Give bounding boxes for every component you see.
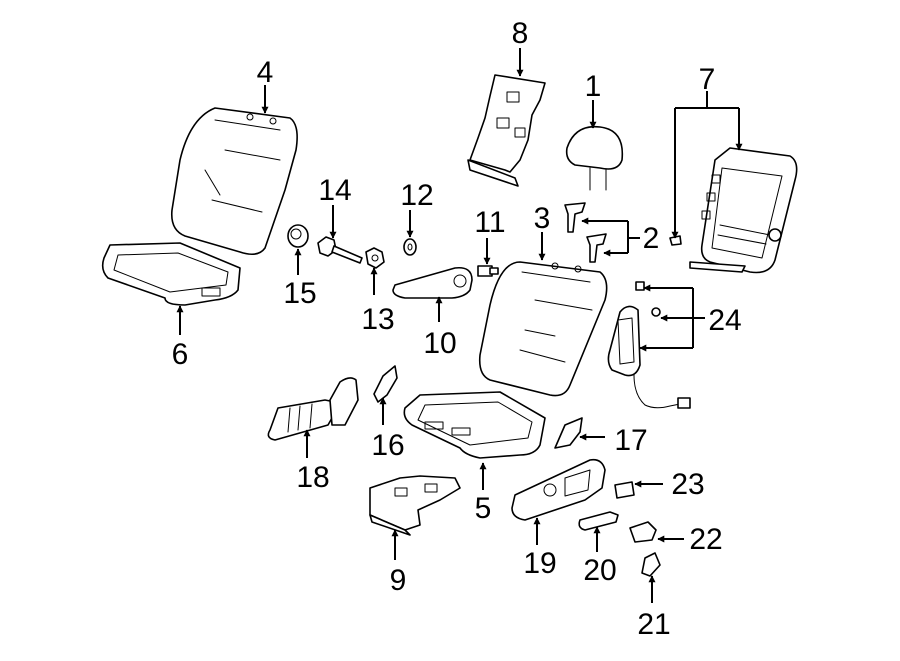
callout-15: 15 xyxy=(283,277,316,310)
callout-4: 4 xyxy=(257,56,274,89)
callout-7: 7 xyxy=(699,63,716,96)
part-23-switch xyxy=(614,481,635,499)
part-9-cushion-pan xyxy=(369,475,461,536)
callout-9: 9 xyxy=(390,564,407,597)
callout-21: 21 xyxy=(637,608,670,641)
callout-20: 20 xyxy=(583,554,616,587)
callout-labels: 4 6 15 14 13 12 10 11 8 1 3 2 7 24 16 17… xyxy=(172,17,742,641)
callout-10: 10 xyxy=(423,327,456,360)
callout-3: 3 xyxy=(534,202,551,235)
callout-5: 5 xyxy=(475,492,492,525)
part-22-switch-knob xyxy=(629,521,657,543)
part-14-bolt xyxy=(317,236,363,264)
callout-2: 2 xyxy=(643,222,660,255)
leader-lines xyxy=(176,48,743,603)
part-21-cover xyxy=(641,552,661,577)
part-12-washer xyxy=(403,238,417,256)
part-15-cap xyxy=(287,224,309,248)
part-19-side-shield xyxy=(511,458,606,521)
callout-16: 16 xyxy=(371,429,404,462)
callout-22: 22 xyxy=(689,523,722,556)
callout-18: 18 xyxy=(296,461,329,494)
callout-23: 23 xyxy=(671,468,704,501)
callout-19: 19 xyxy=(523,547,556,580)
part-20-knob xyxy=(578,511,619,531)
callout-24: 24 xyxy=(708,304,741,337)
part-10-recliner-cover xyxy=(392,266,473,299)
callout-1: 1 xyxy=(585,70,602,103)
part-6-seat-cushion xyxy=(101,242,241,306)
part-11-clip xyxy=(477,265,499,277)
callout-14: 14 xyxy=(318,174,351,207)
callout-11: 11 xyxy=(474,206,505,239)
part-1-headrest xyxy=(565,125,624,191)
part-5-seat-cushion xyxy=(403,391,546,459)
part-16-bracket xyxy=(373,365,398,403)
callout-17: 17 xyxy=(614,424,647,457)
part-4-seat-back xyxy=(170,107,298,256)
callout-6: 6 xyxy=(172,338,189,371)
part-17-bracket xyxy=(554,417,583,449)
callout-12: 12 xyxy=(400,179,433,212)
part-2-headrest-guide xyxy=(564,202,607,263)
callout-8: 8 xyxy=(512,17,529,50)
callout-13: 13 xyxy=(361,303,394,336)
part-3-seat-back xyxy=(478,261,608,397)
part-13-nut xyxy=(365,247,385,269)
part-8-back-panel xyxy=(467,74,546,187)
part-18-side-trim xyxy=(267,377,359,441)
part-7-back-frame xyxy=(669,147,798,274)
part-24-airbag-module xyxy=(607,281,691,409)
